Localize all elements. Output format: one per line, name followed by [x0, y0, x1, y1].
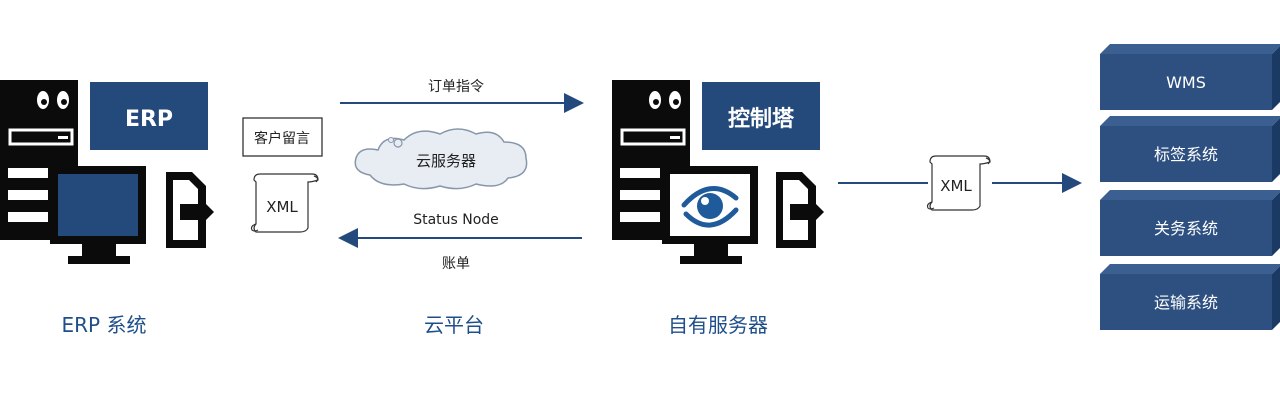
system-block-top: [1100, 116, 1280, 126]
customer-note-box: [242, 117, 323, 157]
system-block-3: 运输系统: [1100, 264, 1280, 330]
control-tower-box: [702, 82, 820, 150]
customer-note-label: 客户留言: [254, 130, 310, 147]
system-block-top: [1100, 264, 1280, 274]
system-block-front: [1100, 200, 1272, 256]
erp-tower-drive: [8, 128, 74, 146]
cloud-server-label: 云服务器: [416, 152, 476, 170]
system-block-top: [1100, 44, 1280, 54]
system-block-front: [1100, 54, 1272, 110]
system-block-front: [1100, 274, 1272, 330]
xml-label-right: XML: [940, 177, 972, 195]
xml-scroll-icon-left: [250, 173, 319, 233]
erp-box: [90, 82, 208, 150]
cloud-server-shape: [354, 128, 528, 190]
erp-monitor-screen: [58, 174, 138, 236]
erp-document-export-icon: [166, 172, 214, 248]
system-block-side: [1272, 266, 1280, 330]
system-block-side: [1272, 192, 1280, 256]
bill-label: 账单: [442, 256, 470, 272]
system-block-label: 运输系统: [1154, 293, 1218, 312]
control-tower-label: 控制塔: [728, 106, 795, 132]
system-block-side: [1272, 46, 1280, 110]
system-block-front: [1100, 126, 1272, 182]
own-server-caption: 自有服务器: [668, 313, 768, 337]
system-block-label: 关务系统: [1154, 219, 1218, 238]
system-block-1: 标签系统: [1100, 116, 1280, 182]
system-block-0: WMS: [1100, 44, 1280, 110]
xml-label-left: XML: [266, 198, 298, 216]
system-block-label: WMS: [1166, 73, 1206, 92]
system-block-label: 标签系统: [1154, 145, 1218, 164]
status-node-label: Status Node: [413, 212, 499, 228]
erp-computer: [0, 80, 146, 264]
cloud-platform-caption: 云平台: [424, 313, 484, 337]
server-computer: [612, 80, 758, 264]
erp-caption: ERP 系统: [62, 313, 147, 337]
order-arrow-label: 订单指令: [428, 79, 484, 95]
server-document-export-icon: [776, 172, 824, 248]
system-block-top: [1100, 190, 1280, 200]
system-block-2: 关务系统: [1100, 190, 1280, 256]
xml-scroll-icon-right: [926, 155, 991, 211]
eye-logo-icon: [681, 186, 739, 228]
erp-box-label: ERP: [125, 107, 173, 132]
system-block-side: [1272, 118, 1280, 182]
